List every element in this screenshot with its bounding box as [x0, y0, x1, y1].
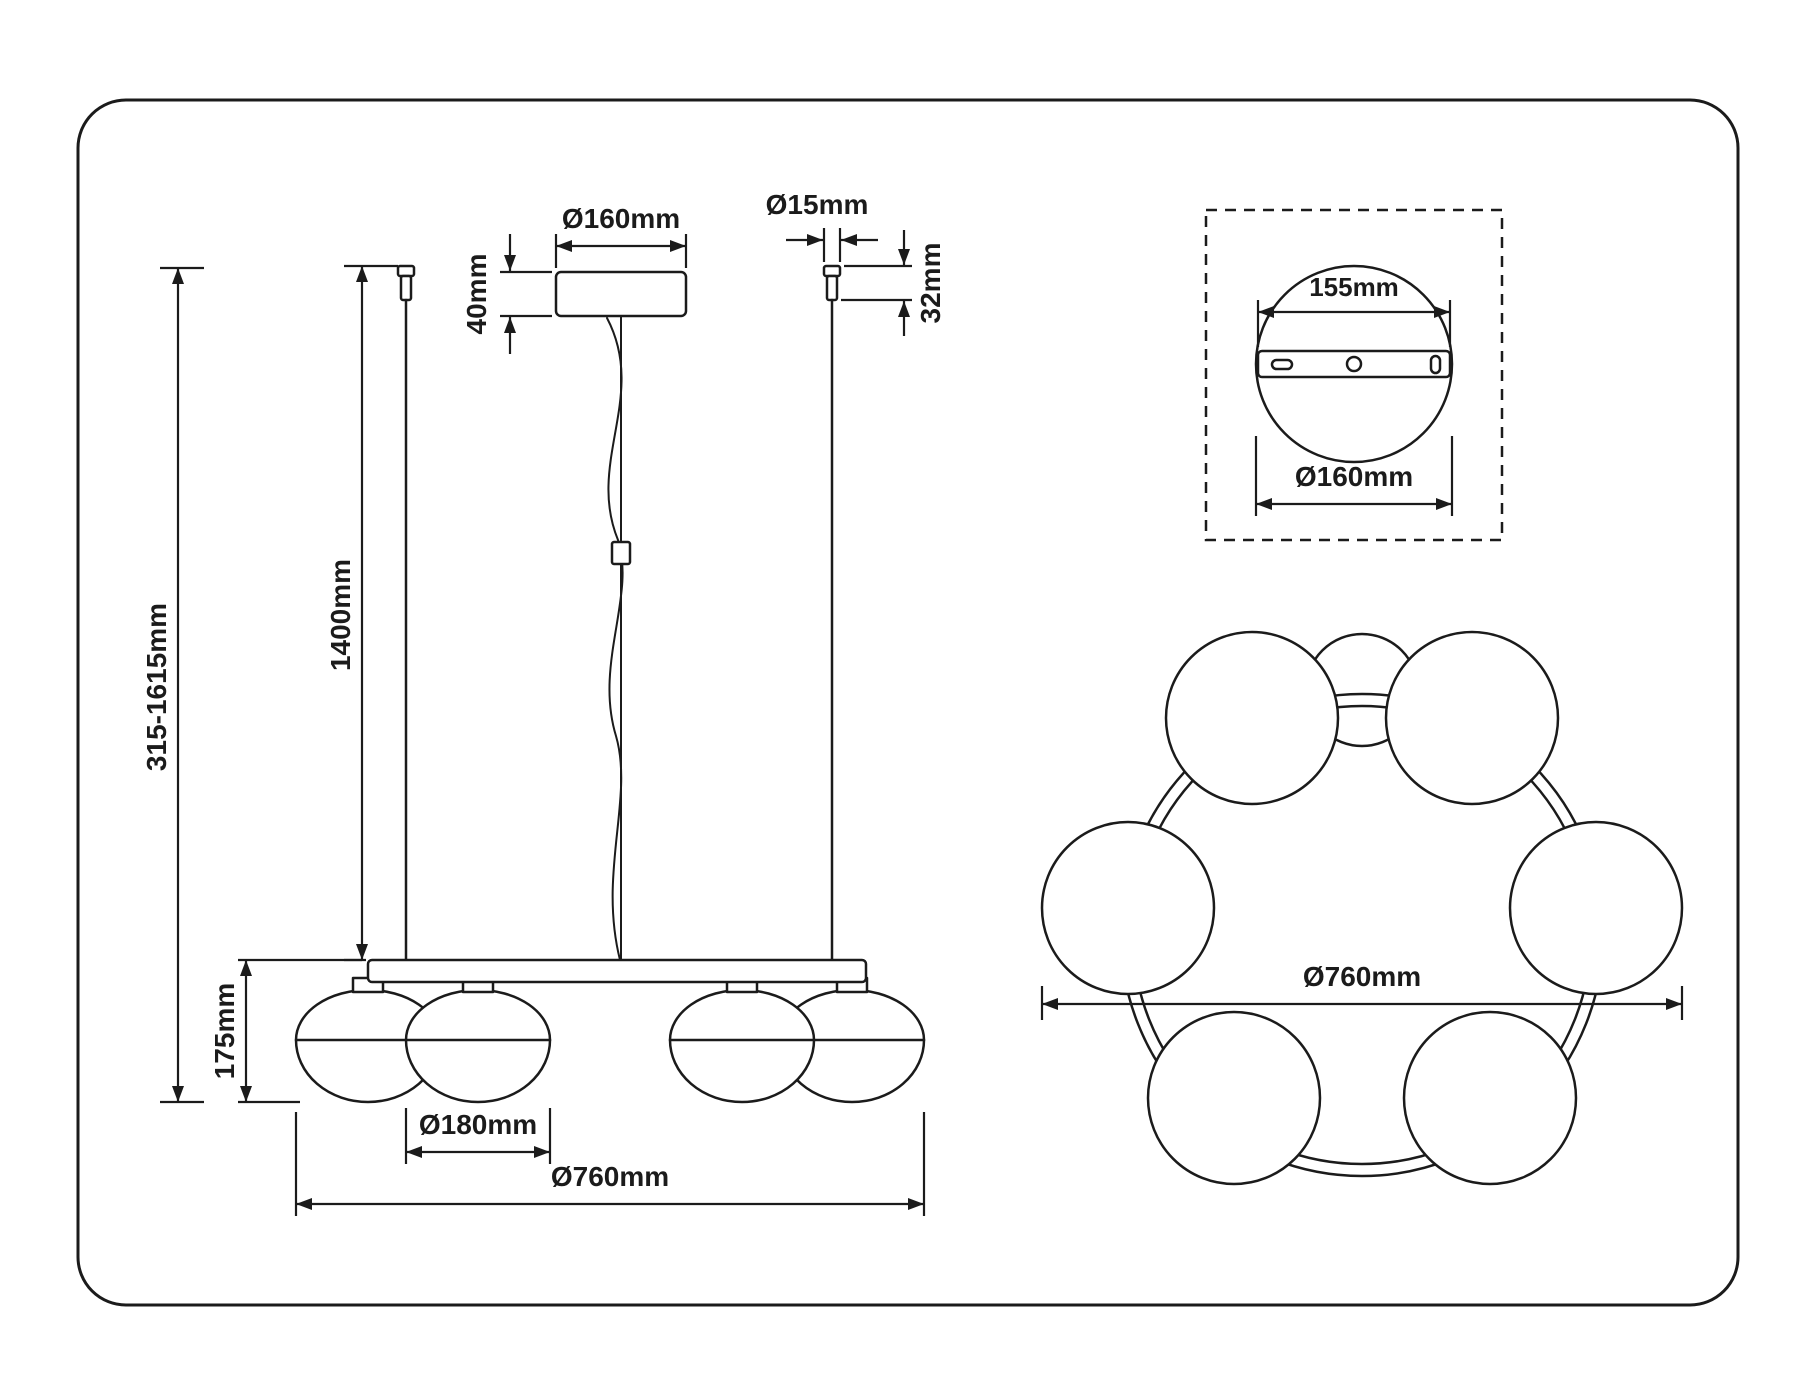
- suspension-rod-left: [396, 264, 416, 962]
- dim-fixture-diameter-top: Ø760mm: [1040, 961, 1684, 1020]
- dim-suspension-length: 1400mm: [325, 264, 398, 962]
- cable-connector: [610, 540, 632, 566]
- detail-frame: [1204, 208, 1504, 542]
- mounting-slot-left: [1270, 358, 1294, 371]
- top-view: Ø760mm: [1040, 630, 1684, 1186]
- canopy-detail-view: 155mm Ø160mm: [1204, 208, 1504, 542]
- ring-bar: [366, 958, 868, 984]
- suspension-rod-right: [822, 264, 842, 962]
- shade-height-label: 175mm: [209, 983, 240, 1080]
- shade-left: [1040, 820, 1216, 996]
- lamp-shades: [294, 976, 926, 1104]
- elevation-view: 315-1615mm 1400mm Ø160mm 40mm: [141, 189, 946, 1216]
- rod-cap: [822, 264, 842, 278]
- shade-bottom-left: [1146, 1010, 1322, 1186]
- dim-mounting-plate-width: 155mm: [1256, 272, 1452, 347]
- dim-overall-height: 315-1615mm: [141, 266, 204, 1104]
- cable-cord: [606, 317, 624, 961]
- shade-diameter-label: Ø180mm: [419, 1109, 537, 1140]
- dim-shade-diameter: Ø180mm: [404, 1108, 552, 1164]
- fitting-height-label: 32mm: [915, 243, 946, 324]
- mounting-slot-right: [1429, 354, 1442, 375]
- shade: [668, 988, 816, 1104]
- mounting-hole: [1345, 355, 1363, 373]
- suspension-length-label: 1400mm: [325, 559, 356, 671]
- shade-right: [1508, 820, 1684, 996]
- dim-canopy-diameter: Ø160mm: [554, 203, 688, 268]
- mounting-plate-width-label: 155mm: [1309, 272, 1399, 302]
- overall-height-label: 315-1615mm: [141, 603, 172, 771]
- dim-fitting-height: 32mm: [841, 230, 946, 336]
- rod-fitting: [825, 274, 839, 302]
- fixture-diameter-top-label: Ø760mm: [1303, 961, 1421, 992]
- shade-bottom-right: [1402, 1010, 1578, 1186]
- dim-cord-diameter: Ø15mm: [766, 189, 878, 262]
- shade-top-right: [1384, 630, 1560, 806]
- drawing-border: [76, 98, 1740, 1307]
- fixture-diameter-label: Ø760mm: [551, 1161, 669, 1192]
- shade-top-left: [1164, 630, 1340, 806]
- dim-shade-height: 175mm: [209, 958, 362, 1104]
- canopy-height-label: 40mm: [461, 254, 492, 335]
- dim-fixture-diameter: Ø760mm: [294, 1112, 926, 1216]
- shade: [404, 988, 552, 1104]
- rod-fitting: [399, 274, 413, 302]
- rod-cap: [396, 264, 416, 278]
- ceiling-canopy: [554, 270, 688, 318]
- canopy-diameter-label: Ø160mm: [562, 203, 680, 234]
- dim-canopy-height: 40mm: [461, 234, 552, 354]
- dim-canopy-diameter-detail: Ø160mm: [1254, 436, 1454, 516]
- canopy-diameter-detail-label: Ø160mm: [1295, 461, 1413, 492]
- cord-diameter-label: Ø15mm: [766, 189, 869, 220]
- power-cable: [606, 315, 632, 961]
